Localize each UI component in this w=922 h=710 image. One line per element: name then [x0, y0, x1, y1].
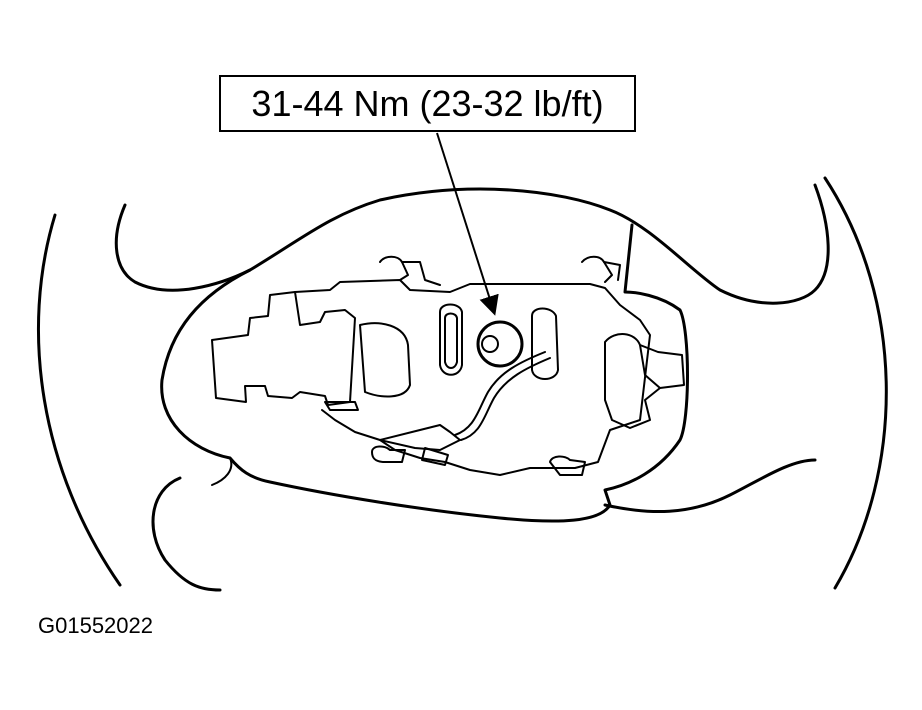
wheel-rim: [37, 176, 888, 590]
bolt-slots: [439, 303, 559, 380]
torque-spec-callout: 31-44 Nm (23-32 lb/ft): [219, 75, 636, 132]
figure-id: G01552022: [38, 613, 153, 638]
wheel-inner-rim: [114, 183, 830, 592]
right-spoke-bracket: [604, 333, 685, 429]
hub-cover: [160, 223, 689, 523]
callout-leader-arrow: [436, 132, 499, 316]
center-bolt: [476, 320, 524, 368]
left-spoke-bracket: [211, 291, 411, 411]
center-plate: [294, 255, 651, 476]
wire-harness: [371, 351, 586, 476]
